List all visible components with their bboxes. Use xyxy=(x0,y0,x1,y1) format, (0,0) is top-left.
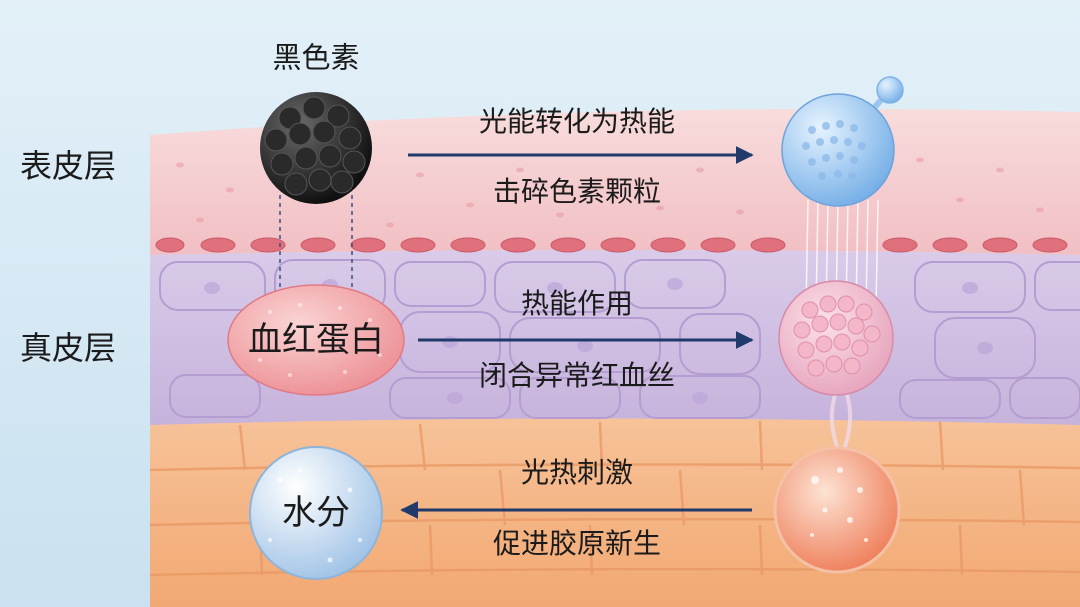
water-particle xyxy=(249,446,383,580)
blue-bubble xyxy=(781,76,904,207)
water-label: 水分 xyxy=(282,493,350,533)
hemoglobin-particle xyxy=(227,284,405,396)
hemoglobin-process-line2: 闭合异常红血丝 xyxy=(478,359,676,392)
orange-sphere xyxy=(773,446,901,574)
water-process-line1: 光热刺激 xyxy=(520,456,634,489)
hemoglobin-process-line1: 热能作用 xyxy=(520,287,634,320)
melanin-process-line1: 光能转化为热能 xyxy=(478,105,676,138)
melanin-label: 黑色素 xyxy=(272,40,360,75)
epidermis-label: 表皮层 xyxy=(20,147,117,185)
dermis-label: 真皮层 xyxy=(20,329,117,367)
melanin-process-line2: 击碎色素颗粒 xyxy=(492,175,662,208)
water-process-line2: 促进胶原新生 xyxy=(492,527,662,560)
hemoglobin-label: 血红蛋白 xyxy=(248,320,384,360)
dashed-connectors xyxy=(279,195,353,295)
melanin-particle xyxy=(260,92,372,204)
